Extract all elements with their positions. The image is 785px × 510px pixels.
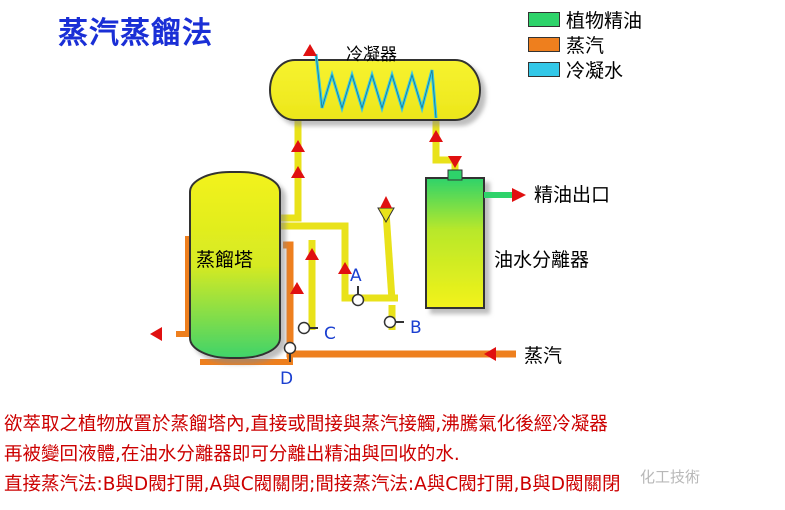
valve-b <box>383 315 397 329</box>
valve-d <box>283 341 297 355</box>
vapor-up-arrow-1 <box>291 140 305 152</box>
watermark: 化工技術 <box>640 468 701 486</box>
label-oil-outlet: 精油出口 <box>534 184 610 206</box>
description-line-2: 再被變回液體,在油水分離器即可分離出精油與回收的水. <box>4 444 460 465</box>
condensate-down-arrow <box>448 156 462 168</box>
legend-label-steam: 蒸汽 <box>566 35 605 57</box>
description: 欲萃取之植物放置於蒸餾塔內,直接或間接與蒸汽接觸,沸騰氣化後經冷凝器 再被變回液… <box>4 410 620 500</box>
flow-arrows <box>150 44 496 361</box>
legend-swatch-essential-oil <box>528 12 560 27</box>
valve-label-b: B <box>410 318 422 338</box>
valves <box>283 293 397 355</box>
valve-label-d: D <box>280 369 293 389</box>
coolant-outlet-arrow <box>429 130 443 142</box>
distillation-diagram: 冷凝器 蒸餾塔 油水分離器 精油出口 蒸汽 A B C D <box>150 44 610 389</box>
diagram-title: 蒸汽蒸餾法 <box>58 16 213 51</box>
vapor-up-arrow-2 <box>291 166 305 178</box>
oil-water-separator <box>377 169 526 309</box>
oil-outlet-arrow <box>512 188 526 202</box>
tower-body <box>189 171 281 359</box>
label-distillation-tower: 蒸餾塔 <box>196 249 253 271</box>
bypass-arrow <box>338 262 352 274</box>
valve-label-c: C <box>324 324 336 344</box>
still-to-condenser-pipe <box>278 100 302 222</box>
valve-label-a: A <box>350 266 362 286</box>
valve-a <box>351 293 365 307</box>
separator-body <box>425 177 485 309</box>
legend-label-cooling-water: 冷凝水 <box>566 60 624 82</box>
legend-label-essential-oil: 植物精油 <box>566 10 643 32</box>
funnel-pipe <box>382 211 396 301</box>
steam-up-arrow <box>290 282 304 294</box>
label-steam-inlet: 蒸汽 <box>524 345 562 367</box>
description-line-3: 直接蒸汽法:B與D閥打開,A與C閥關閉;間接蒸汽法:A與C閥打開,B與D閥關閉 <box>4 474 621 495</box>
label-condenser: 冷凝器 <box>346 45 397 65</box>
coolant-inlet-arrow <box>303 44 317 56</box>
label-oil-water-separator: 油水分離器 <box>494 249 589 271</box>
legend-swatch-steam <box>528 37 560 52</box>
valve-c <box>297 321 311 335</box>
legend-swatch-cooling-water <box>528 62 560 77</box>
funnel <box>377 207 395 224</box>
steam-inlet-arrow <box>484 347 496 361</box>
condenser <box>269 53 481 121</box>
description-line-1: 欲萃取之植物放置於蒸餾塔內,直接或間接與蒸汽接觸,沸騰氣化後經冷凝器 <box>4 414 608 435</box>
funnel-arrow <box>380 196 392 208</box>
drain-outlet-arrow <box>150 327 162 341</box>
separator-inlet <box>447 169 463 181</box>
steam-inlet-pipe <box>283 241 516 358</box>
jacket-arrow <box>305 248 319 260</box>
cooling-coil-outline <box>315 53 437 119</box>
drain-pipe <box>176 236 191 337</box>
valve-handles <box>289 286 404 362</box>
distillation-tower <box>189 171 281 359</box>
